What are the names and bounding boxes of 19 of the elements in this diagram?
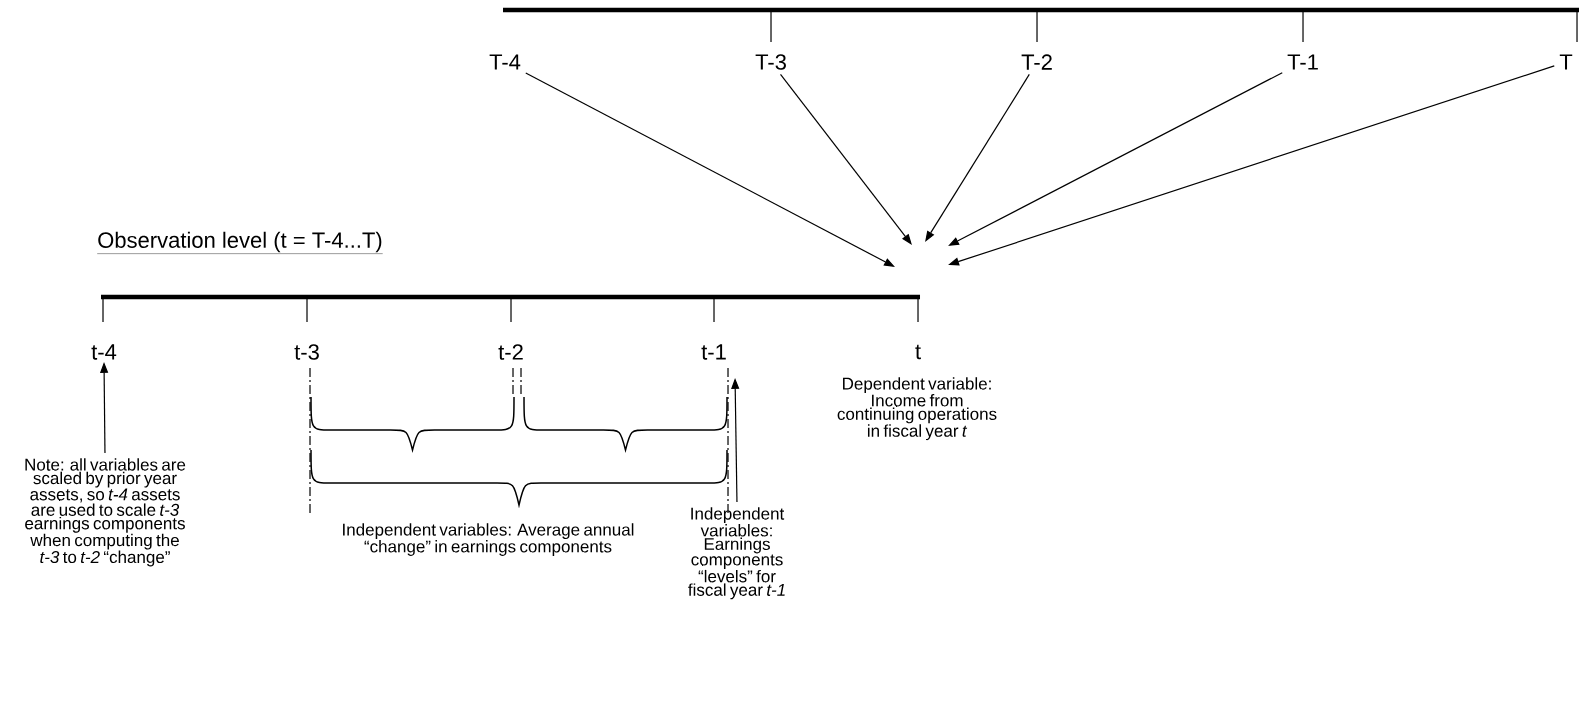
time-label: T-1 [1287,54,1318,70]
time-label: T-4 [489,54,521,70]
node-caption: Dependent variable: Income from continuing operations in fiscal year t [837,377,997,441]
arrow [779,73,912,245]
time-label: t-3 [294,344,319,360]
brace-caption: Independent variables: Average annual “change” in earnings components [343,523,634,556]
time-label: T-3 [755,54,786,70]
note-text: Independent variables: Earnings components “levels” for fiscal year t-1 [688,507,785,600]
time-label: T-2 [1021,54,1052,70]
arrow [948,72,1283,246]
time-label: T [1559,54,1573,70]
time-label: t-1 [701,344,726,360]
section-heading: Observation level (t = T-4...T) [97,231,383,254]
time-label: t-4 [91,344,117,360]
time-label: t [915,344,921,360]
arrow [525,72,895,267]
note-text: Note: all variables are scaled by prior year assets, so t-4 assets are used to scale t-3 earnings components when computing the t-3 to t-2 “change” [25,458,186,567]
time-label: t-2 [498,344,523,360]
arrow [925,73,1030,242]
